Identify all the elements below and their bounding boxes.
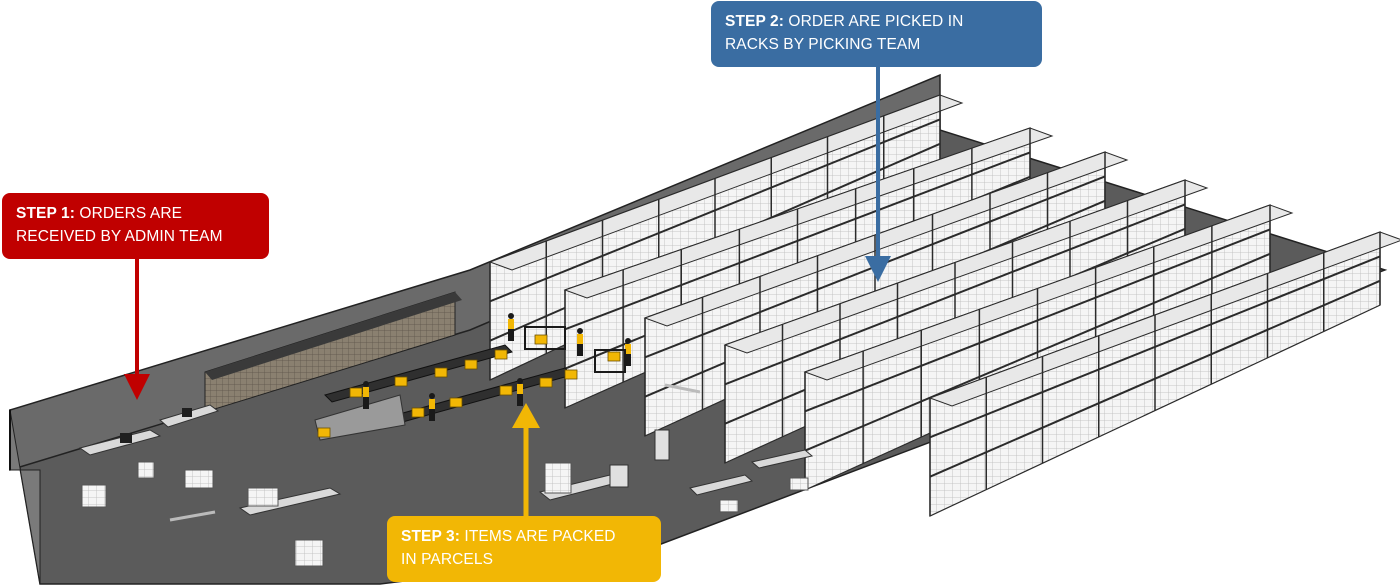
rack-row	[803, 204, 1294, 491]
packing-stations	[538, 429, 814, 513]
parcel-box	[494, 349, 508, 360]
storage-racks	[488, 94, 1400, 517]
rack-row	[928, 231, 1400, 517]
parcel-box	[411, 407, 425, 418]
step2-label: STEP 2:	[725, 13, 784, 30]
step2-line2: RACKS BY PICKING TEAM	[725, 36, 921, 53]
parcel-box	[564, 369, 578, 380]
parcel-box	[607, 351, 621, 362]
step3-label: STEP 3:	[401, 528, 460, 545]
admin-desks	[78, 404, 342, 567]
worker	[577, 328, 583, 356]
parcel-box	[464, 359, 478, 370]
step1-label: STEP 1:	[16, 205, 75, 222]
parcel-box	[449, 397, 463, 408]
step3-arrow	[512, 403, 540, 516]
parcel-box	[434, 367, 448, 378]
parcel-box	[394, 376, 408, 387]
parcel-box	[349, 387, 363, 398]
step1-line1: ORDERS ARE	[79, 205, 183, 222]
parcel-box	[499, 385, 513, 396]
step3-line2: IN PARCELS	[401, 551, 494, 568]
worker	[363, 381, 369, 409]
step1-arrow	[124, 258, 150, 400]
worker	[625, 338, 631, 366]
parcel-box	[534, 334, 548, 345]
step1-callout: STEP 1: ORDERS ARE RECEIVED BY ADMIN TEA…	[2, 193, 269, 259]
step2-callout: STEP 2: ORDER ARE PICKED IN RACKS BY PIC…	[711, 1, 1042, 67]
parcel-box	[539, 377, 553, 388]
step3-line1: ITEMS ARE PACKED	[464, 528, 616, 545]
worker	[517, 378, 523, 406]
parcel-box	[317, 427, 331, 438]
parcels	[317, 334, 621, 438]
step2-line1: ORDER ARE PICKED IN	[788, 13, 964, 30]
step1-line2: RECEIVED BY ADMIN TEAM	[16, 228, 223, 245]
step3-callout: STEP 3: ITEMS ARE PACKED IN PARCELS	[387, 516, 661, 582]
worker	[429, 393, 435, 421]
wall-shelving	[204, 291, 462, 413]
workers	[363, 313, 631, 421]
step2-arrow	[865, 66, 891, 282]
worker	[508, 313, 514, 341]
carts	[169, 326, 701, 522]
